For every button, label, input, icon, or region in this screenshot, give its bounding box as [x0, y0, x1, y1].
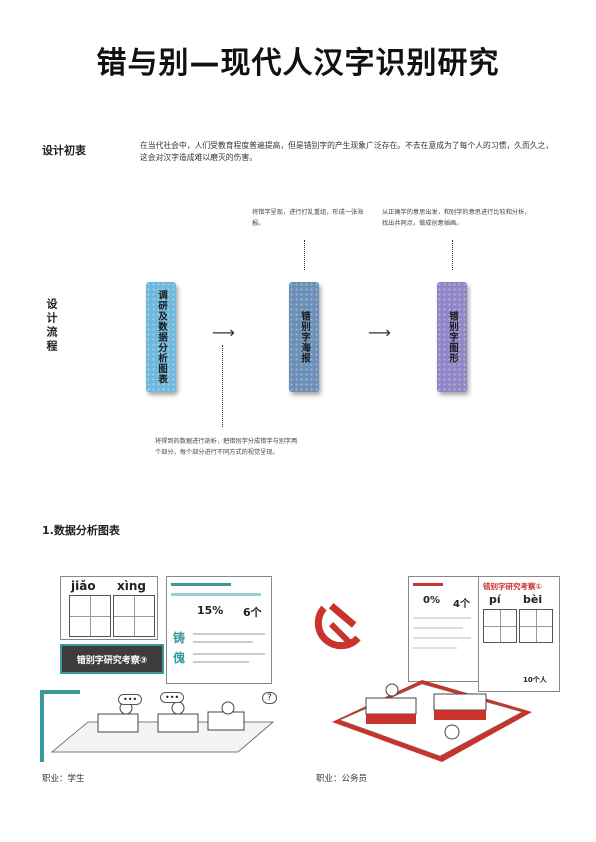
stat-line [171, 583, 231, 586]
text-line [193, 661, 249, 663]
character-grid [113, 595, 155, 637]
pinyin-label: jiǎo [71, 579, 96, 593]
step-card-graphic: 错别字图形 [437, 282, 467, 392]
section1-label: 1.数据分析图表 [42, 524, 120, 537]
sample-char: 铸 [173, 631, 186, 645]
speech-bubble: ••• [118, 694, 143, 705]
step-card-poster: 错别字海报 [289, 282, 319, 392]
character-grid [69, 595, 111, 637]
text-line [193, 641, 253, 643]
step-card-graphic-label: 错别字图形 [447, 310, 458, 364]
text-line [413, 647, 457, 649]
civil-servant-scene: 0% 4个 错别字研究考察① pí bèi 10个人 [312, 572, 562, 767]
step-card-research: 调研及数据分析图表 [146, 282, 176, 392]
arrow-right-icon: ⟶ [212, 323, 235, 342]
pinyin-label: pí [489, 593, 501, 606]
stats-panel: 15% 6个 铸 傀 [166, 576, 272, 684]
step-card-research-label: 调研及数据分析图表 [156, 289, 167, 385]
pinyin-label: bèi [523, 593, 543, 606]
people-count: 10个人 [523, 676, 547, 684]
research-banner: 错别字研究考察③ [60, 644, 164, 674]
step-card-poster-label: 错别字海报 [299, 310, 310, 364]
step2-note: 将错字呈现，进行打乱重组，形成一张海报。 [252, 209, 364, 227]
stat-count: 6个 [243, 606, 262, 619]
pinyin-worksheet: jiǎo xìng [60, 576, 158, 640]
stat-percent: 0% [423, 595, 440, 606]
dotted-connector-2 [304, 240, 305, 270]
speech-bubble: ••• [160, 692, 185, 703]
arrow-right-icon: ⟶ [368, 323, 391, 342]
civil-servant-occupation: 职业：公务员 [316, 774, 368, 784]
office-illustration [332, 680, 532, 762]
student-scene: jiǎo xìng 15% 6个 铸 傀 错别字研究考察③ ••• ••• ? [38, 572, 283, 762]
text-line [413, 637, 471, 639]
character-grid [483, 609, 517, 643]
step1-note: 将得到的数据进行剖析，把错别字分成错字与别字两个部分，每个部分进行不同方式的视觉… [155, 438, 298, 456]
intro-text: 在当代社会中，人们受教育程度普遍提高，但是错别字的产生现象广泛存在。不去在意成为… [140, 141, 554, 162]
text-line [193, 653, 265, 655]
stat-percent: 15% [197, 604, 224, 617]
process-label: 设计流程 [44, 298, 58, 358]
process-label-text: 设计流程 [45, 298, 58, 354]
question-bubble: ? [262, 692, 277, 704]
research-banner-text: 错别字研究考察① [483, 582, 542, 591]
pinyin-label: xìng [117, 579, 146, 593]
sample-char: 傀 [173, 651, 186, 665]
stat-line [171, 593, 261, 596]
text-line [413, 627, 463, 629]
student-occupation: 职业：学生 [42, 774, 85, 784]
dotted-connector-1 [222, 345, 223, 427]
hammer-sickle-icon [314, 603, 361, 650]
stat-count: 4个 [453, 599, 470, 610]
classroom-illustration [40, 690, 275, 762]
research-sheet: 错别字研究考察① pí bèi 10个人 [478, 576, 560, 692]
intro-label: 设计初衷 [42, 144, 86, 157]
text-line [413, 617, 471, 619]
step3-note: 从正确字的意思出发，和别字的意思进行比较和分析，找出共同点，做成创意插画。 [382, 209, 531, 227]
page-title: 错与别—现代人汉字识别研究 [96, 46, 500, 81]
stat-line [413, 583, 443, 586]
dotted-connector-3 [452, 240, 453, 270]
text-line [193, 633, 265, 635]
research-banner-text: 错别字研究考察③ [76, 655, 148, 666]
stats-panel: 0% 4个 [408, 576, 480, 682]
character-grid [519, 609, 553, 643]
